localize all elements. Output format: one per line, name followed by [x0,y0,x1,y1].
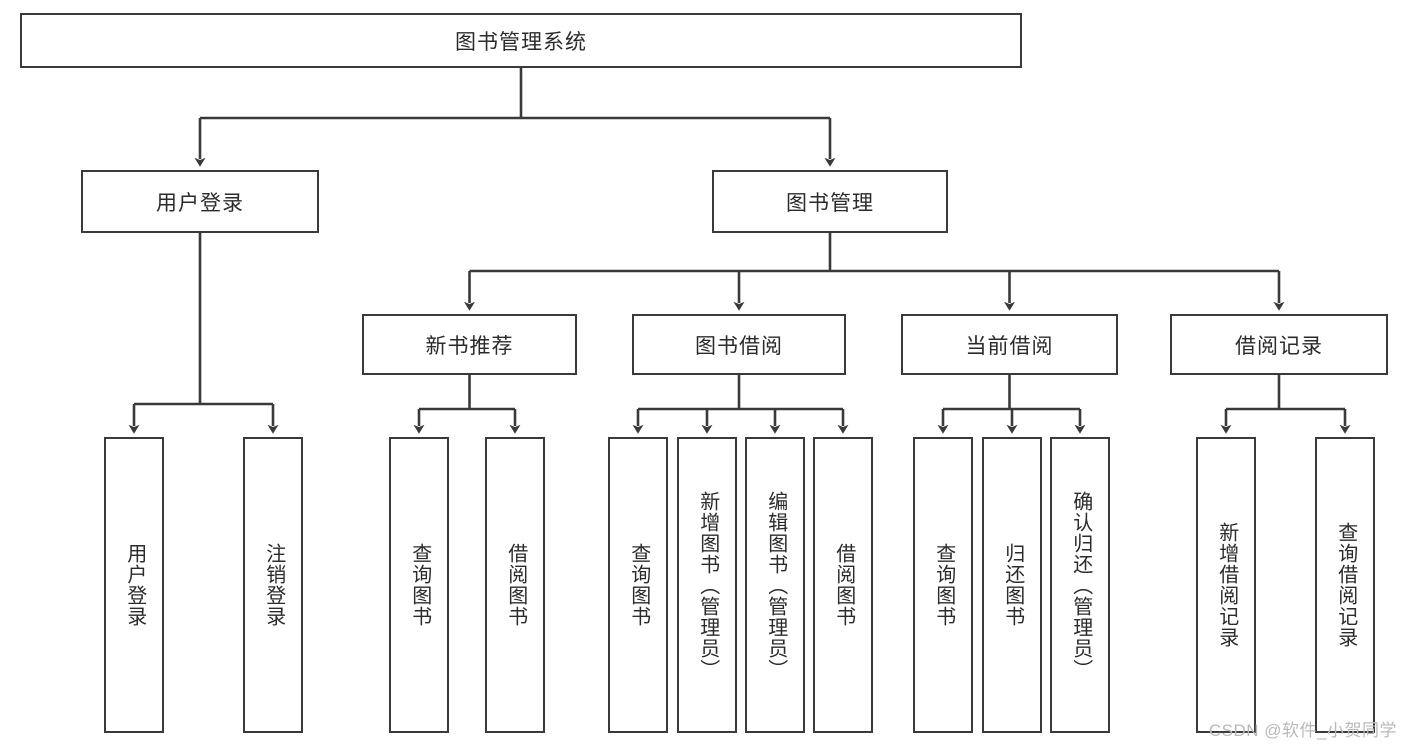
node-label: 图书借阅 [695,334,783,358]
node-l-return[interactable]: 归还图书 [982,437,1042,733]
node-label: 借阅记录 [1235,334,1323,358]
node-new-rec[interactable]: 新书推荐 [362,314,577,375]
node-l-add-log[interactable]: 新增借阅记录 [1196,437,1256,733]
node-l-logout[interactable]: 注销登录 [243,437,303,733]
node-l-add-book[interactable]: 新增图书（管理员） [677,437,737,733]
node-label: 图书管理系统 [455,30,587,54]
node-label: 注销登录 [262,543,285,627]
watermark-label: CSDN @软件_小贺同学 [1208,721,1397,740]
node-label: 新书推荐 [425,334,514,358]
node-borrow-log[interactable]: 借阅记录 [1170,314,1388,375]
node-l-query-b2[interactable]: 查询图书 [608,437,668,733]
node-label: 新增借阅记录 [1215,522,1238,648]
node-l-borrow-b2[interactable]: 借阅图书 [813,437,873,733]
node-label: 新增图书（管理员） [696,490,719,680]
node-label: 归还图书 [1001,543,1024,627]
node-label: 借阅图书 [832,543,855,627]
node-user-login[interactable]: 用户登录 [81,170,319,233]
node-label: 确认归还（管理员） [1069,490,1092,680]
node-l-query-b1[interactable]: 查询图书 [389,437,449,733]
node-l-query-b3[interactable]: 查询图书 [913,437,973,733]
node-label: 查询图书 [627,543,650,627]
node-label: 查询图书 [408,543,431,627]
node-cur-borrow[interactable]: 当前借阅 [901,314,1118,375]
node-l-borrow-b1[interactable]: 借阅图书 [485,437,545,733]
node-label: 查询图书 [932,543,955,627]
node-label: 用户登录 [156,191,244,215]
node-label: 编辑图书（管理员） [764,490,787,680]
node-book-borrow[interactable]: 图书借阅 [632,314,846,375]
node-label: 借阅图书 [504,543,527,627]
node-label: 图书管理 [786,191,874,215]
node-l-confirm[interactable]: 确认归还（管理员） [1050,437,1110,733]
node-book-mgmt[interactable]: 图书管理 [712,170,948,233]
node-label: 查询借阅记录 [1334,522,1357,648]
node-label: 用户登录 [123,543,146,627]
node-root[interactable]: 图书管理系统 [20,13,1022,68]
node-label: 当前借阅 [965,334,1054,358]
node-l-edit-book[interactable]: 编辑图书（管理员） [745,437,805,733]
node-l-query-log[interactable]: 查询借阅记录 [1315,437,1375,733]
node-l-user-login[interactable]: 用户登录 [104,437,164,733]
